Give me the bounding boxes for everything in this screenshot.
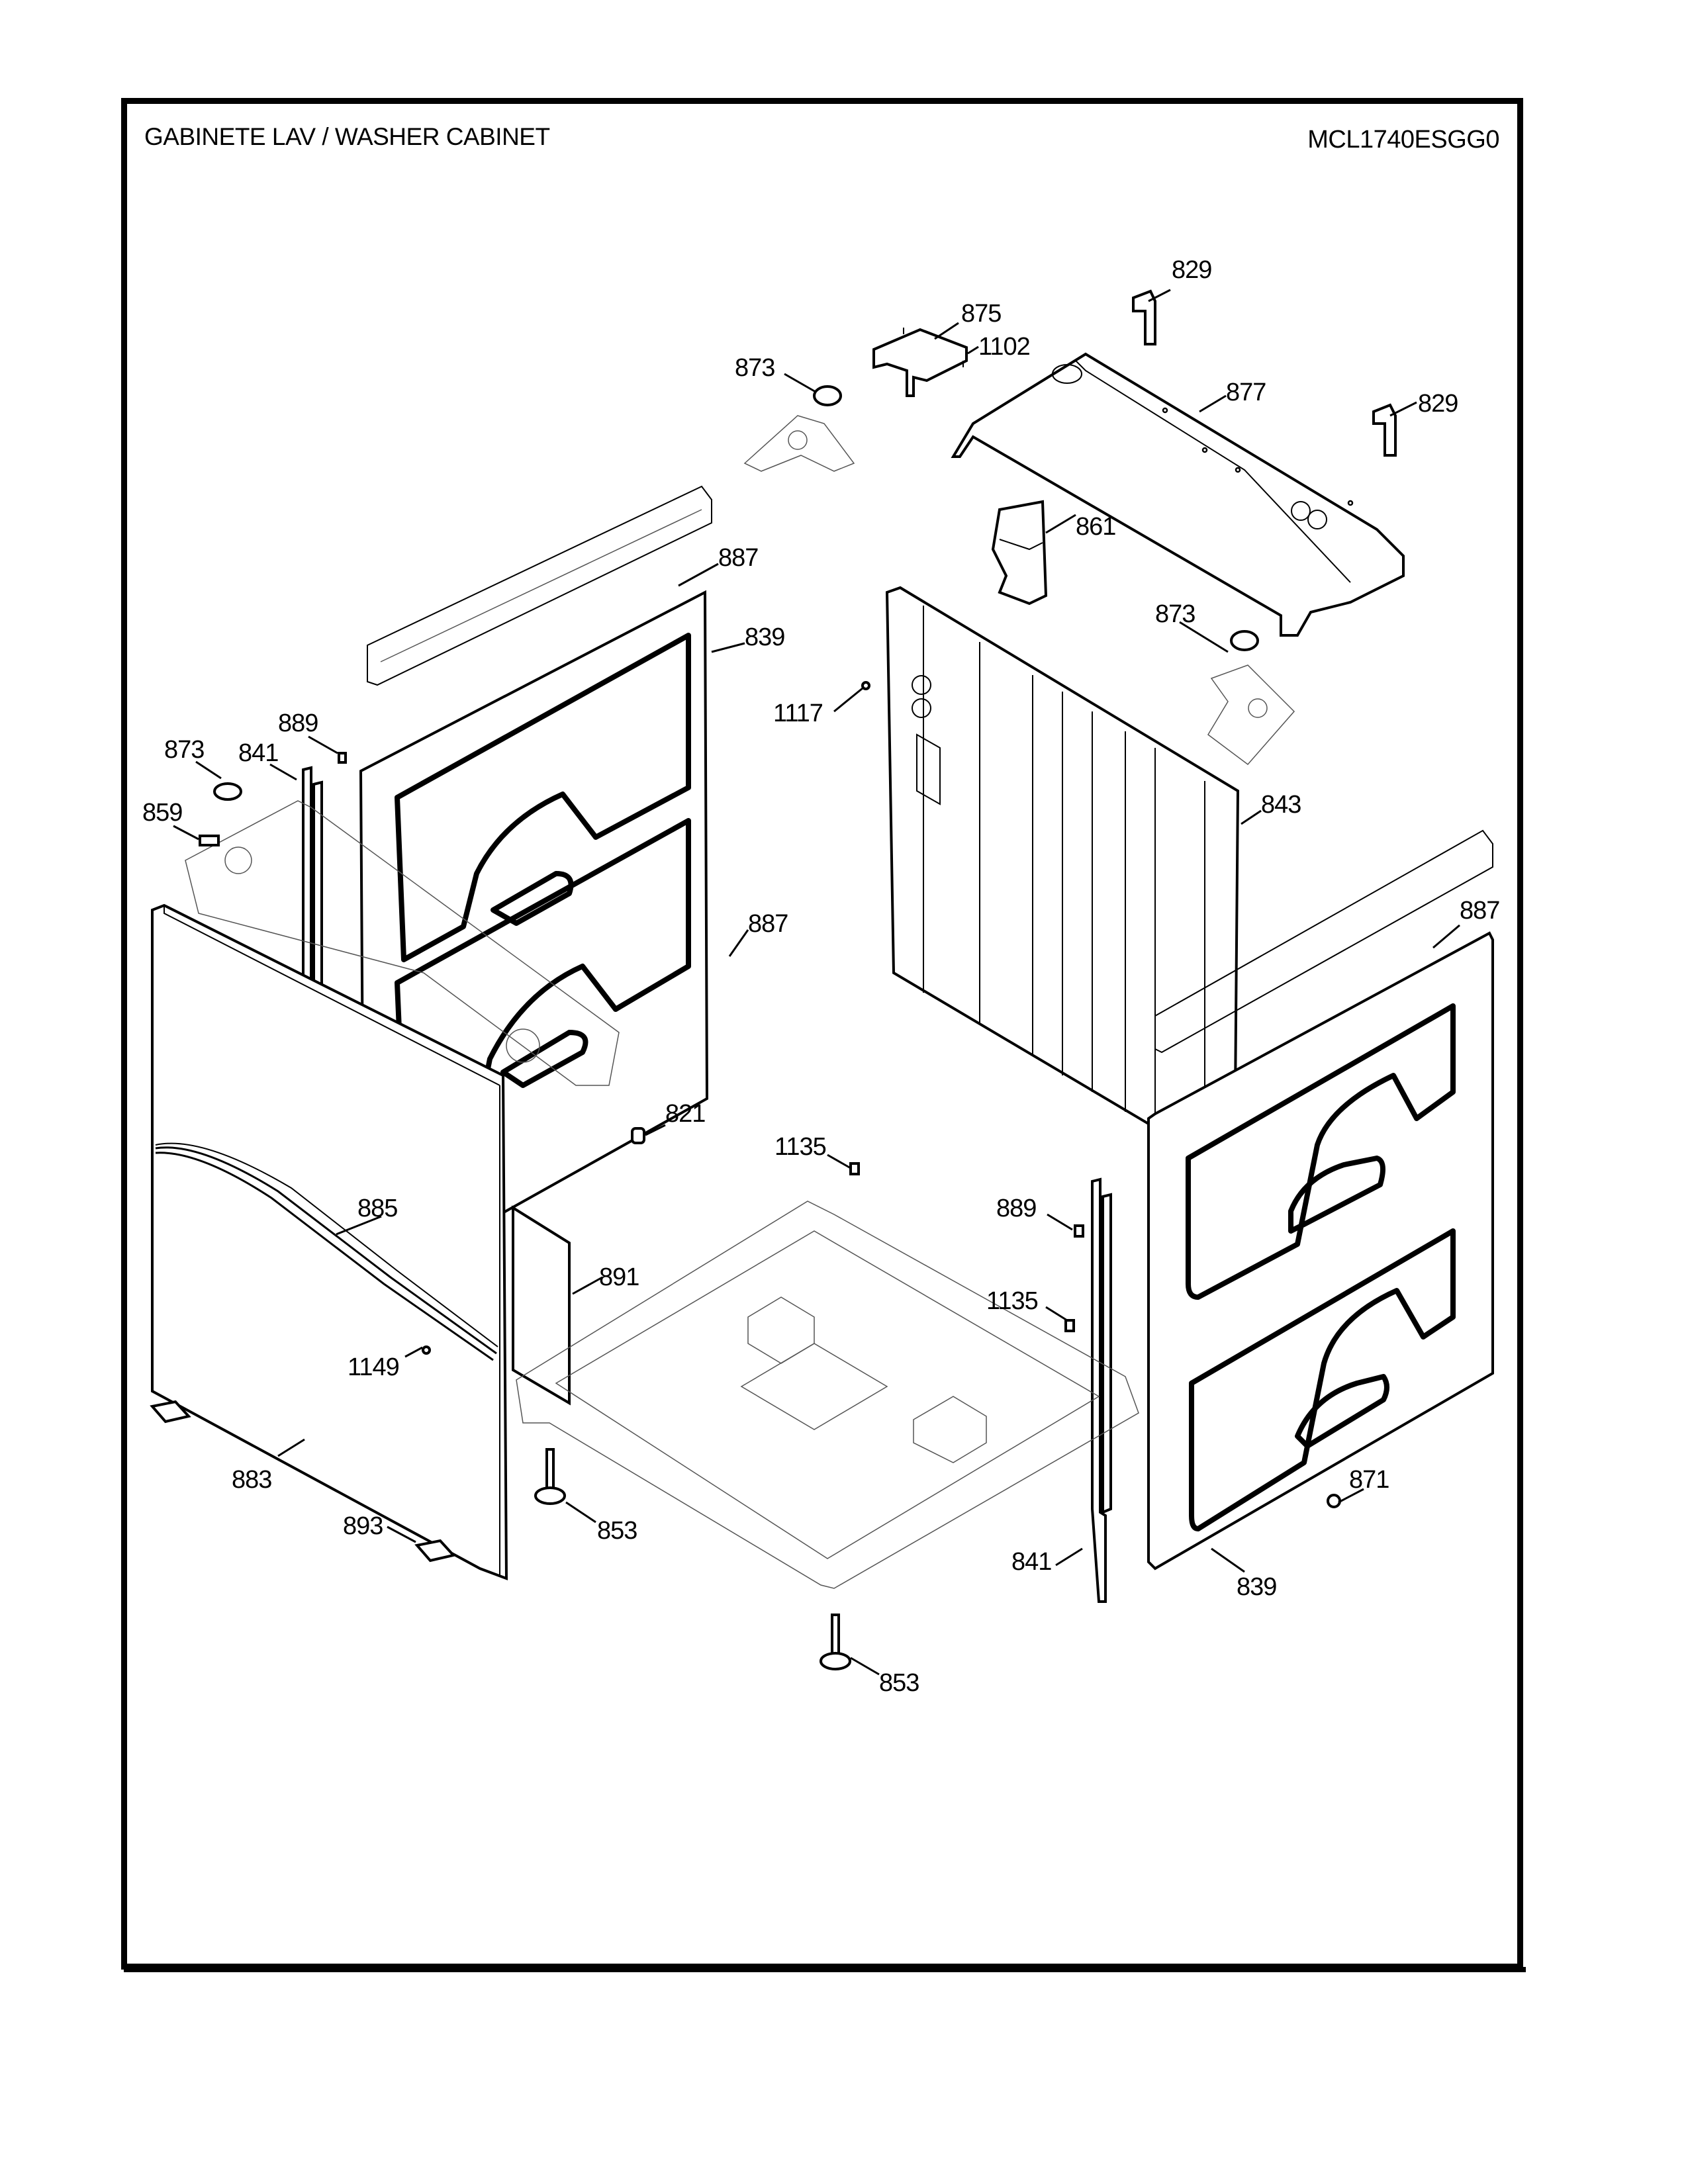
frame-shadow — [124, 1967, 1526, 1972]
leveling-leg-front[interactable] — [534, 1448, 566, 1505]
clip-left[interactable] — [338, 752, 347, 764]
clip-base-lower[interactable] — [1064, 1319, 1075, 1332]
leveling-leg-rear[interactable] — [820, 1614, 851, 1670]
top-cover-rear[interactable] — [951, 352, 1405, 637]
diagram-title: GABINETE LAV / WASHER CABINET — [144, 123, 550, 150]
callout-861: 861 — [1076, 513, 1115, 541]
callout-839-right: 839 — [1237, 1573, 1276, 1601]
grommet-left[interactable] — [213, 782, 242, 801]
callout-839-left: 839 — [745, 623, 784, 651]
callout-843: 843 — [1261, 791, 1301, 819]
top-rail-left — [367, 485, 712, 686]
bushing[interactable] — [631, 1127, 645, 1144]
callout-853-front: 853 — [597, 1517, 637, 1545]
callout-885: 885 — [357, 1195, 397, 1222]
callout-labels: 829 875 1102 873 877 829 861 887 873 839… — [142, 256, 1500, 1697]
callout-1135-upper: 1135 — [774, 1133, 826, 1161]
callout-841-right: 841 — [1011, 1548, 1051, 1576]
screw-rear[interactable] — [861, 681, 870, 690]
callout-883: 883 — [232, 1466, 271, 1494]
callout-1102: 1102 — [978, 333, 1030, 361]
callout-1117: 1117 — [773, 700, 823, 727]
callout-871: 871 — [1349, 1466, 1389, 1494]
insulation-pad[interactable] — [512, 1205, 571, 1406]
top-bracket-right-lower[interactable] — [1372, 403, 1397, 457]
callout-889-left: 889 — [278, 709, 318, 737]
nut[interactable] — [1327, 1494, 1341, 1508]
callout-877: 877 — [1226, 379, 1266, 406]
grommet-top-left[interactable] — [813, 385, 842, 406]
callout-875: 875 — [961, 300, 1001, 328]
front-panel-trim[interactable] — [155, 1142, 498, 1361]
callout-887-side-right: 887 — [1460, 897, 1499, 925]
side-panel-right[interactable] — [1147, 931, 1494, 1570]
hinge-plate-upper — [150, 1400, 191, 1424]
callout-853-rear: 853 — [879, 1669, 919, 1697]
callout-873-right: 873 — [1155, 600, 1195, 628]
callout-1135-lower: 1135 — [986, 1287, 1038, 1315]
callout-873-top: 873 — [735, 354, 774, 382]
callout-829-lower: 829 — [1418, 390, 1458, 418]
callout-887-top: 887 — [718, 544, 758, 572]
corner-strip-right[interactable] — [1091, 1177, 1112, 1603]
mounting-plate-top — [743, 415, 855, 472]
callout-821: 821 — [665, 1100, 705, 1128]
duct[interactable] — [991, 500, 1048, 606]
model-number: MCL1740ESGG0 — [1307, 126, 1499, 154]
hinge-plate[interactable] — [414, 1539, 456, 1563]
callout-887-side-left: 887 — [748, 910, 788, 938]
frame-corner-front-left — [185, 800, 620, 1086]
screw-front[interactable] — [422, 1345, 431, 1355]
callout-829-upper: 829 — [1172, 256, 1211, 284]
rear-panel[interactable] — [885, 586, 1240, 1177]
clip-right[interactable] — [1074, 1224, 1084, 1238]
top-rail-right — [1154, 829, 1493, 1054]
callout-1149: 1149 — [348, 1353, 399, 1381]
bracket-cover[interactable] — [872, 328, 968, 397]
top-bracket-right-upper[interactable] — [1132, 289, 1156, 345]
callout-841-left: 841 — [238, 739, 278, 767]
grommet-right[interactable] — [1230, 630, 1259, 651]
diagram-frame — [121, 98, 1523, 1970]
clip-base-upper[interactable] — [849, 1162, 860, 1175]
leader-lines — [173, 289, 1460, 1676]
clip-front[interactable] — [199, 835, 220, 846]
base-frame — [516, 1201, 1139, 1589]
callout-891: 891 — [599, 1263, 639, 1291]
mounting-plate-right — [1207, 664, 1295, 766]
callout-893: 893 — [343, 1512, 383, 1540]
callout-859: 859 — [142, 799, 182, 827]
callout-889-right: 889 — [996, 1195, 1036, 1222]
callout-873-left: 873 — [164, 736, 204, 764]
